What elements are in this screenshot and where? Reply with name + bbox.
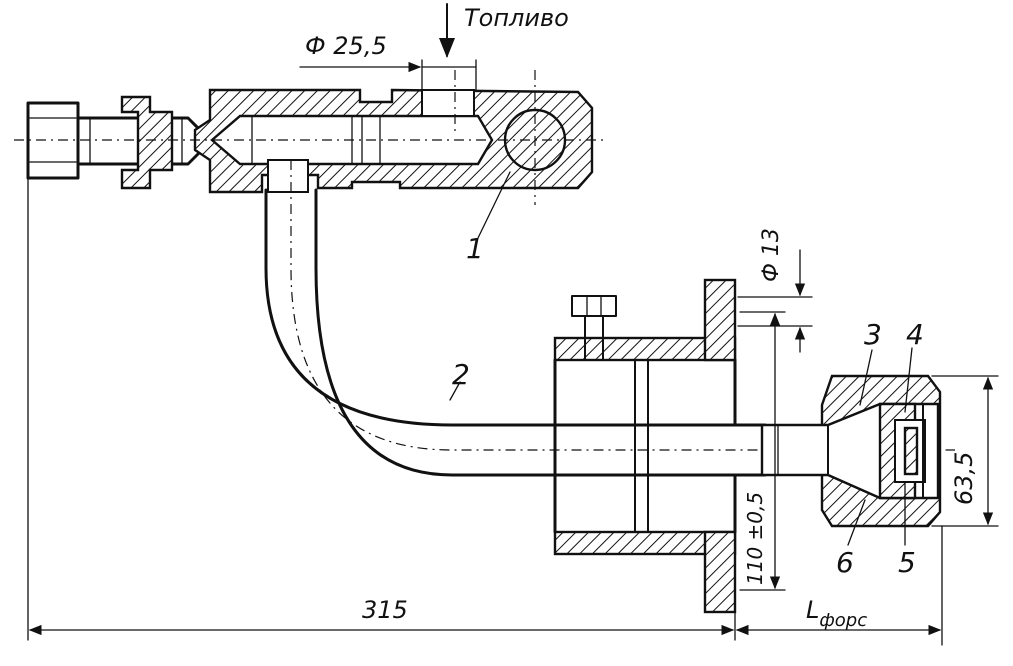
part-label-2: 2 [452,358,470,391]
fuel-header-assembly [14,70,608,205]
header-nut [120,95,174,190]
part-label-6: 6 [836,546,854,579]
flange-bolt-shank [584,315,604,361]
pipe-inner-wall [314,188,767,477]
nozzle-assembly [760,374,942,528]
nozzle-sleeve [761,424,829,476]
fuel-label: Топливо [464,4,569,32]
dim-diameter-25-5: Ф 25,5 [305,32,387,60]
flange-bolt-head [571,295,617,317]
dim-63-5: 63,5 [950,452,978,505]
dim-110: 110 ±0,5 [743,492,767,585]
mounting-flange [553,278,737,614]
dim-315: 315 [362,596,408,624]
header-outlet [267,159,309,193]
l-fors-label: Lфорс [806,596,867,631]
part-label-1: 1 [466,232,484,265]
dimensions [27,3,999,646]
part-label-4: 4 [906,318,924,351]
part-label-5: 5 [898,546,916,579]
part-label-3: 3 [864,318,882,351]
dim-diameter-13: Ф 13 [759,228,784,282]
fuel-pipe [264,160,955,477]
fuel-inlet-port [421,89,475,117]
pipe-outer-wall [264,188,767,427]
